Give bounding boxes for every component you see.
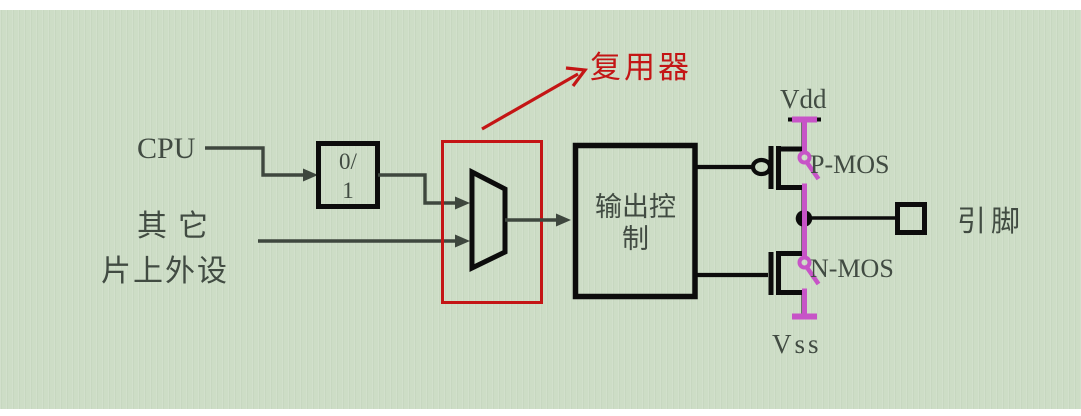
mux-output-wire [505, 213, 571, 227]
inverter-bubble-icon [750, 157, 773, 177]
pmos-switch-blade-icon [805, 161, 821, 181]
nmos-switch-contact-icon [797, 255, 812, 270]
bit-select-box [316, 141, 380, 209]
peripheral-wire [258, 234, 470, 248]
bit-select-label-line2: 1 [342, 178, 354, 203]
mux-highlight-box [441, 140, 543, 304]
peripherals-label-line1: 其它 [137, 210, 219, 243]
peripherals-label-line2: 片上外设 [101, 255, 229, 288]
bit-select-label: 0/ 1 [318, 147, 378, 205]
pmos-gate-wire [695, 157, 773, 177]
vss-label: Vss [772, 329, 822, 359]
output-control-label-line2: 制 [622, 224, 649, 254]
nmos-switch-blade-icon [805, 266, 821, 286]
pmos-switch-contact-icon [797, 150, 812, 165]
nmos-transistor [768, 218, 807, 317]
bit-select-output-wire [378, 173, 470, 210]
cpu-label: CPU [137, 132, 196, 165]
arrowhead-icon [455, 234, 470, 248]
output-control-label-line1: 输出控 [595, 192, 676, 222]
output-control-label: 输出控 制 [576, 191, 695, 255]
pin-label: 引脚 [957, 206, 1026, 238]
switch-overlay [792, 116, 821, 320]
arrowhead-icon [565, 66, 588, 87]
cpu-wire [205, 146, 318, 182]
arrowhead-icon [556, 213, 571, 227]
vdd-label: Vdd [780, 84, 827, 114]
mux-callout-label: 复用器 [590, 50, 692, 85]
arrowhead-icon [303, 168, 318, 182]
nmos-label: N-MOS [810, 254, 894, 283]
arrowhead-icon [455, 196, 470, 210]
pmos-label: P-MOS [810, 150, 890, 179]
mux-symbol [469, 167, 508, 272]
pin-square [895, 202, 927, 235]
mux-callout-arrow [481, 66, 588, 131]
output-control-box [572, 142, 698, 300]
bit-select-label-line1: 0/ [339, 149, 357, 174]
